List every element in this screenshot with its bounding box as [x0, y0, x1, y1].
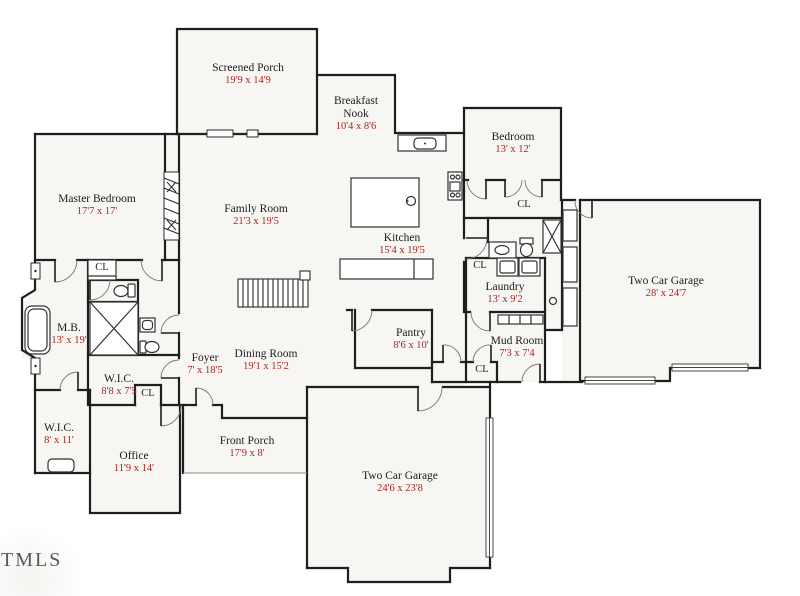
kitchen-fixtures	[339, 134, 463, 280]
door-arcs	[54, 179, 593, 427]
porch-window	[206, 129, 234, 138]
room-label-wic-master: W.I.C.8'8 x 7'5	[101, 373, 137, 398]
stairs	[237, 270, 311, 308]
master-bath-fixtures	[24, 259, 160, 473]
watermark-text: TMLS	[1, 549, 63, 571]
windows	[30, 129, 259, 375]
storage-shelf	[562, 209, 578, 242]
closet-label-wic: CL	[141, 388, 155, 399]
closet-label-bedroom: CL	[517, 199, 531, 210]
garage-doors	[485, 363, 749, 558]
closet-label-mudroom: CL	[475, 364, 489, 375]
closet-label-hall: CL	[473, 260, 487, 271]
door-hardware	[548, 296, 558, 306]
storage-shelf	[562, 287, 578, 327]
sink	[494, 244, 510, 256]
room-label-wic-left: W.I.C.8' x 11'	[44, 422, 74, 447]
porch-window	[246, 129, 259, 138]
closet-label-master: CL	[95, 262, 109, 273]
toilet	[113, 284, 129, 298]
wic-bench	[47, 458, 75, 473]
fireplace	[163, 171, 180, 241]
kitchen-counter	[339, 258, 434, 280]
floor-fill-cutouts	[546, 331, 760, 382]
master-closet-shelf	[87, 259, 117, 281]
laundry-fixtures	[488, 209, 578, 327]
storage-shelf	[562, 246, 578, 283]
room-label-master-bath: M.B.13' x 19'	[51, 322, 87, 347]
